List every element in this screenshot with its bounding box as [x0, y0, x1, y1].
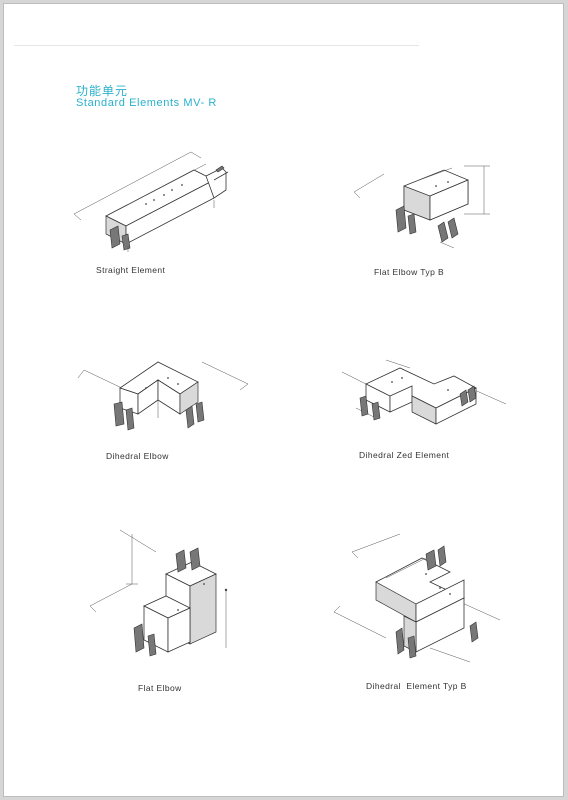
section-title-chinese: 功能单元 — [76, 84, 129, 98]
caption-dihedral-elbow: Dihedral Elbow — [106, 451, 169, 461]
header-rule — [14, 45, 419, 46]
flat-elbow-typ-b-drawing — [344, 156, 504, 256]
caption-dihedral-zed-element: Dihedral Zed Element — [359, 450, 450, 460]
dihedral-element-typ-b-drawing — [330, 528, 506, 664]
caption-flat-elbow-typ-b: Flat Elbow Typ B — [374, 267, 445, 277]
caption-flat-elbow: Flat Elbow — [138, 683, 182, 693]
straight-element-drawing — [66, 144, 246, 254]
catalog-page: 功能单元 Standard Elements MV- R Straight El… — [3, 3, 564, 797]
caption-dihedral-element-typ-b: Dihedral Element Typ B — [366, 681, 467, 691]
dihedral-elbow-drawing — [70, 348, 260, 448]
flat-elbow-drawing — [86, 524, 228, 664]
dihedral-zed-element-drawing — [330, 354, 510, 444]
section-title-english: Standard Elements MV- R — [76, 97, 217, 109]
caption-straight-element: Straight Element — [96, 265, 166, 275]
